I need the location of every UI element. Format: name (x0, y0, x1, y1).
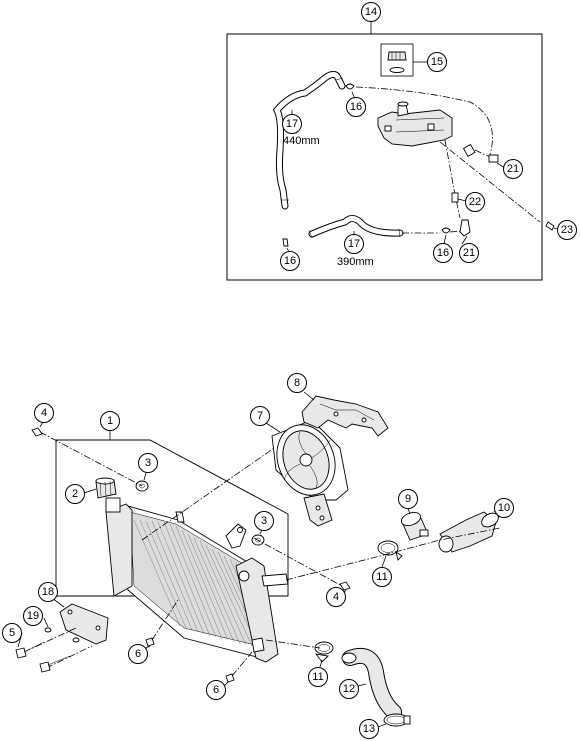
callout-23: 23 (557, 220, 577, 240)
svg-text:3: 3 (145, 457, 151, 469)
hose-clamp-bottom (377, 713, 411, 728)
svg-text:5: 5 (9, 627, 15, 639)
svg-text:12: 12 (343, 683, 355, 695)
hose-clamp-lower (314, 641, 334, 668)
callout-10: 10 (494, 498, 514, 518)
callout-16: 16 (433, 243, 453, 263)
callout-9: 9 (398, 489, 418, 509)
callout-16: 16 (346, 97, 366, 117)
radiator-core (105, 497, 289, 663)
tank-cap (387, 51, 407, 73)
callout-3: 3 (138, 453, 158, 473)
radiator-group (15, 419, 351, 687)
svg-text:3: 3 (261, 515, 267, 527)
svg-text:14: 14 (365, 6, 377, 18)
callout-22: 22 (465, 192, 485, 212)
svg-text:18: 18 (42, 586, 54, 598)
callout-16: 16 (280, 251, 300, 271)
svg-text:16: 16 (284, 255, 296, 267)
callout-2: 2 (65, 484, 85, 504)
callout-15: 15 (427, 52, 447, 72)
callout-3: 3 (254, 511, 274, 531)
expansion-tank (377, 101, 453, 147)
kit-frame (226, 33, 543, 281)
callout-11: 11 (372, 567, 392, 587)
callout-7: 7 (250, 406, 270, 426)
callout-18: 18 (38, 582, 58, 602)
svg-text:8: 8 (294, 377, 300, 389)
callout-4: 4 (34, 403, 54, 423)
svg-text:15: 15 (431, 56, 443, 68)
elbow-hose (438, 509, 499, 553)
hose-length-lower: 390mm (337, 256, 374, 268)
cap-box (380, 43, 414, 77)
svg-text:17: 17 (286, 118, 298, 130)
callout-8: 8 (287, 373, 307, 393)
svg-text:10: 10 (498, 502, 510, 514)
lower-hose (341, 647, 402, 720)
radiator-bracket (59, 603, 109, 645)
svg-text:22: 22 (469, 196, 481, 208)
callout-14: 14 (361, 2, 381, 22)
callout-21: 21 (503, 159, 523, 179)
svg-text:11: 11 (312, 671, 323, 683)
callout-17: 17 (282, 114, 302, 134)
hose-clamp-upper (377, 540, 403, 568)
svg-text:16: 16 (437, 247, 449, 259)
callout-11: 11 (308, 667, 328, 687)
svg-text:4: 4 (41, 407, 47, 419)
callout-5: 5 (2, 623, 22, 643)
callout-13: 13 (359, 719, 379, 739)
callout-1: 1 (100, 411, 120, 431)
short-hose (400, 507, 429, 541)
svg-text:23: 23 (561, 224, 573, 236)
expansion-tank-kit-group: 440mm 390mm (226, 22, 559, 281)
svg-text:6: 6 (135, 648, 141, 660)
callout-12: 12 (339, 679, 359, 699)
radiator-shroud (301, 391, 389, 437)
svg-text:16: 16 (350, 101, 362, 113)
svg-text:17: 17 (348, 238, 360, 250)
callout-21: 21 (459, 243, 479, 263)
svg-text:1: 1 (107, 415, 113, 427)
svg-text:11: 11 (376, 571, 387, 583)
cooling-fan (141, 419, 349, 541)
radiator-cap (95, 477, 117, 499)
svg-text:9: 9 (405, 493, 411, 505)
svg-text:13: 13 (363, 723, 375, 735)
callout-17: 17 (344, 234, 364, 254)
svg-text:4: 4 (333, 591, 339, 603)
callout-6: 6 (128, 644, 148, 664)
hose-length-upper: 440mm (283, 135, 320, 147)
callout-19: 19 (23, 606, 43, 626)
svg-text:21: 21 (507, 163, 519, 175)
svg-text:7: 7 (257, 410, 263, 422)
callout-6: 6 (206, 680, 226, 700)
callout-4: 4 (326, 587, 346, 607)
svg-text:21: 21 (463, 247, 475, 259)
svg-text:19: 19 (27, 610, 39, 622)
svg-text:2: 2 (72, 488, 78, 500)
svg-text:6: 6 (213, 684, 219, 696)
radiator-frame (55, 439, 289, 597)
